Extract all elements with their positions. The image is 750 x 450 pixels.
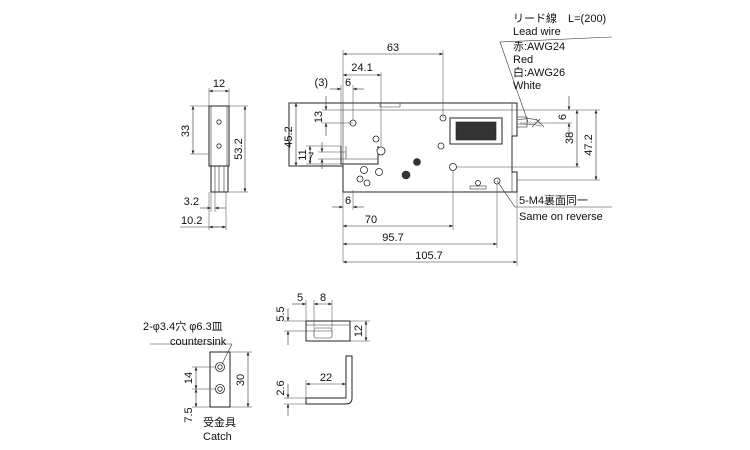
screw-hole-2 bbox=[372, 135, 380, 143]
side-view-body bbox=[208, 105, 230, 167]
dim-catch-side-8: 8 bbox=[320, 292, 326, 304]
dim-catch-7-5: 7.5 bbox=[183, 407, 195, 422]
dim-front-95-7: 95.7 bbox=[382, 232, 403, 244]
dim-front-70: 70 bbox=[365, 214, 377, 226]
screw-hole-7 bbox=[363, 179, 371, 187]
dim-catch-side-5: 5 bbox=[297, 292, 303, 304]
lead-wire-white-jp: 白:AWG26 bbox=[513, 65, 565, 79]
dim-front-45-2: 45.2 bbox=[283, 126, 295, 147]
dim-front-47-2: 47.2 bbox=[583, 134, 595, 155]
dim-front-63: 63 bbox=[387, 42, 399, 54]
m4-hole-3 bbox=[449, 163, 457, 171]
dim-front-38: 38 bbox=[564, 132, 576, 144]
dim-front-105-7: 105.7 bbox=[415, 250, 443, 262]
side-view-connector bbox=[210, 165, 229, 193]
dim-side-53-2: 53.2 bbox=[233, 138, 245, 159]
dim-front-6-top: 6 bbox=[345, 77, 351, 89]
dim-front-24-1: 24.1 bbox=[351, 62, 372, 74]
screw-hole-3 bbox=[376, 146, 386, 156]
catch-plate bbox=[209, 351, 231, 408]
lead-wire-red-jp: 赤:AWG24 bbox=[513, 40, 565, 53]
catch-label-en: Catch bbox=[203, 431, 232, 443]
side-view: 12 33 53.2 3.2 10.2 bbox=[180, 78, 248, 230]
screw-hole-11 bbox=[475, 180, 481, 186]
catch-side-view: 5 8 5.5 12 2.6 22 bbox=[275, 292, 370, 416]
catch-hole-note-en: countersink bbox=[170, 336, 227, 348]
dim-catch-side-22: 22 bbox=[320, 372, 332, 384]
catch-label-jp: 受金具 bbox=[203, 415, 236, 429]
screw-hole-9 bbox=[401, 170, 411, 180]
lead-wire-white-en: White bbox=[513, 80, 541, 92]
side-hole-lower bbox=[216, 143, 222, 149]
dim-catch-side-2-6: 2.6 bbox=[275, 380, 287, 395]
dim-side-10-2: 10.2 bbox=[181, 215, 202, 227]
dim-front-3: (3) bbox=[315, 77, 328, 89]
screw-hole-4 bbox=[360, 166, 368, 174]
front-view: 63 24.1 (3) 6 45.2 13 11 7 6 bbox=[283, 11, 613, 266]
dim-catch-14: 14 bbox=[183, 372, 195, 384]
dim-side-3-2: 3.2 bbox=[184, 196, 199, 208]
dim-front-7: 7 bbox=[308, 151, 314, 163]
m4-note-jp: 5-M4裏面同一 bbox=[519, 193, 588, 207]
dim-front-13: 13 bbox=[313, 111, 325, 123]
dim-catch-side-12: 12 bbox=[353, 325, 365, 337]
screw-hole-10 bbox=[413, 158, 421, 166]
dim-catch-30: 30 bbox=[235, 374, 247, 386]
m4-note-en: Same on reverse bbox=[519, 211, 603, 223]
catch-angle-profile bbox=[305, 355, 353, 405]
side-hole-upper bbox=[216, 119, 222, 125]
catch-front-view: 2-φ3.4穴 φ6.3皿 countersink 14 7.5 30 受金具 … bbox=[143, 319, 252, 443]
dim-side-12: 12 bbox=[213, 78, 225, 90]
dim-front-6-bottom: 6 bbox=[345, 195, 351, 207]
dim-side-33: 33 bbox=[180, 125, 192, 137]
screw-hole-6 bbox=[356, 175, 364, 183]
connector-window bbox=[449, 117, 503, 145]
catch-hole-note-jp: 2-φ3.4穴 φ6.3皿 bbox=[143, 319, 223, 333]
dim-front-11: 11 bbox=[297, 149, 309, 160]
lead-wire-jp: リード線 L=(200) bbox=[513, 11, 606, 25]
dim-catch-side-5-5: 5.5 bbox=[275, 306, 287, 321]
dim-front-6-right: 6 bbox=[557, 114, 569, 120]
screw-hole-5 bbox=[375, 168, 383, 176]
lead-wire-red-en: Red bbox=[513, 54, 533, 66]
lead-wire-en: Lead wire bbox=[513, 26, 561, 38]
screw-hole-8 bbox=[437, 142, 445, 150]
latch-bolt bbox=[340, 146, 379, 165]
